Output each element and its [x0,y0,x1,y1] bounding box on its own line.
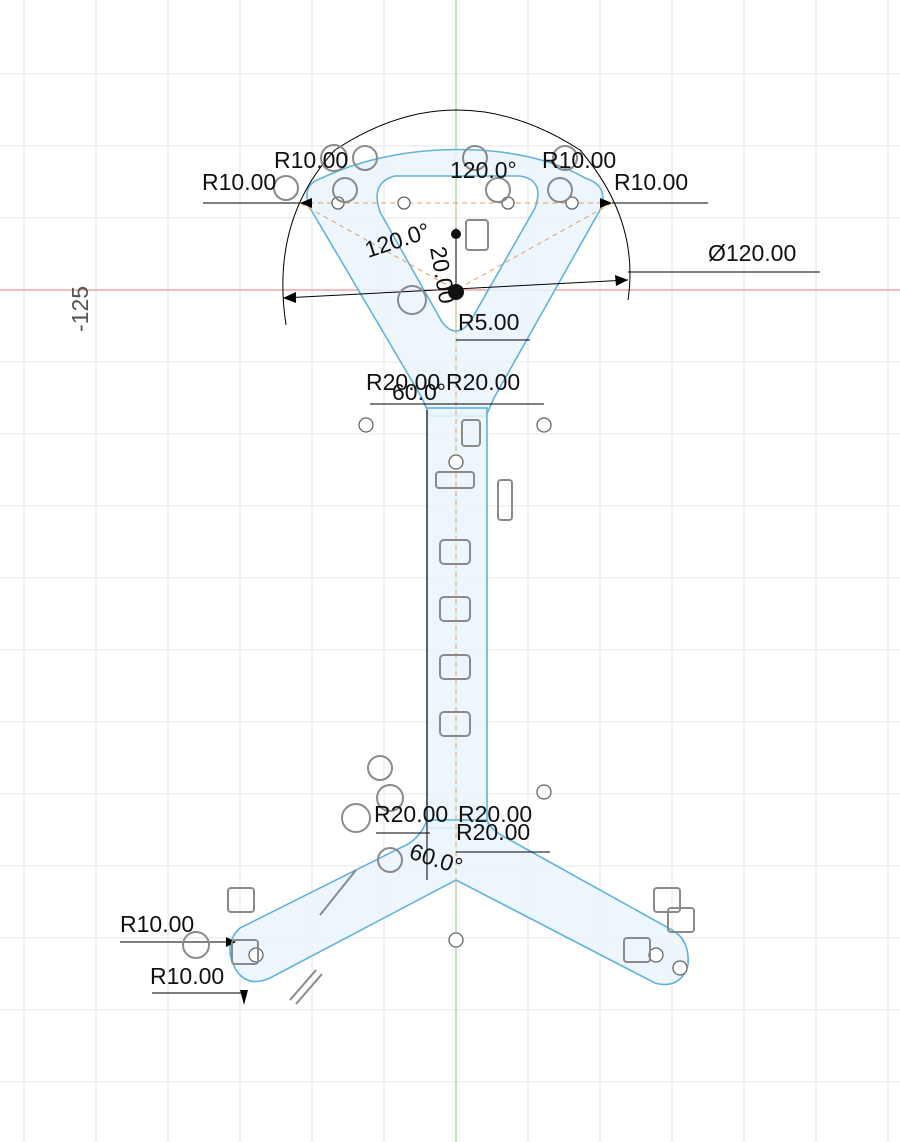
dim-top-left-inner-radius[interactable]: R10.00 [274,147,348,173]
dim-top-left-outer-radius[interactable]: R10.00 [202,169,276,195]
dimension-texts[interactable]: R10.00 R10.00 120.0° R10.00 R10.00 120.0… [120,147,796,989]
dim-neck-angle[interactable]: 60.0° [392,379,446,405]
dim-top-right-outer-radius[interactable]: R10.00 [614,169,688,195]
dim-neck-right-radius[interactable]: R20.00 [446,369,520,395]
legs-profile[interactable] [229,819,689,986]
dim-neck-left-radius[interactable]: R20.00 [366,369,440,395]
sketch-points[interactable] [248,196,688,976]
dim-diameter[interactable]: Ø120.00 [708,240,796,266]
dim-neck-radius[interactable]: R5.00 [458,309,519,335]
dim-foot-radius-b[interactable]: R10.00 [150,963,224,989]
dim-top-angle[interactable]: 120.0° [450,157,517,183]
head-profile[interactable] [306,148,604,417]
dim-foot-radius-a[interactable]: R10.00 [120,911,194,937]
diameter-arc[interactable] [282,109,631,326]
construction-lines [299,202,613,900]
dim-bottom-left-radius[interactable]: R20.00 [374,801,448,827]
dim-vertical-small[interactable]: 20.00 [425,244,461,305]
dim-bottom-right-radius-a[interactable]: R20.00 [458,801,532,827]
dim-bottom-right-radius-b[interactable]: R20.00 [456,819,530,845]
constraint-glyphs [182,144,695,1005]
vertical-axis-label: -125 [67,286,93,332]
dim-top-right-inner-radius[interactable]: R10.00 [542,147,616,173]
